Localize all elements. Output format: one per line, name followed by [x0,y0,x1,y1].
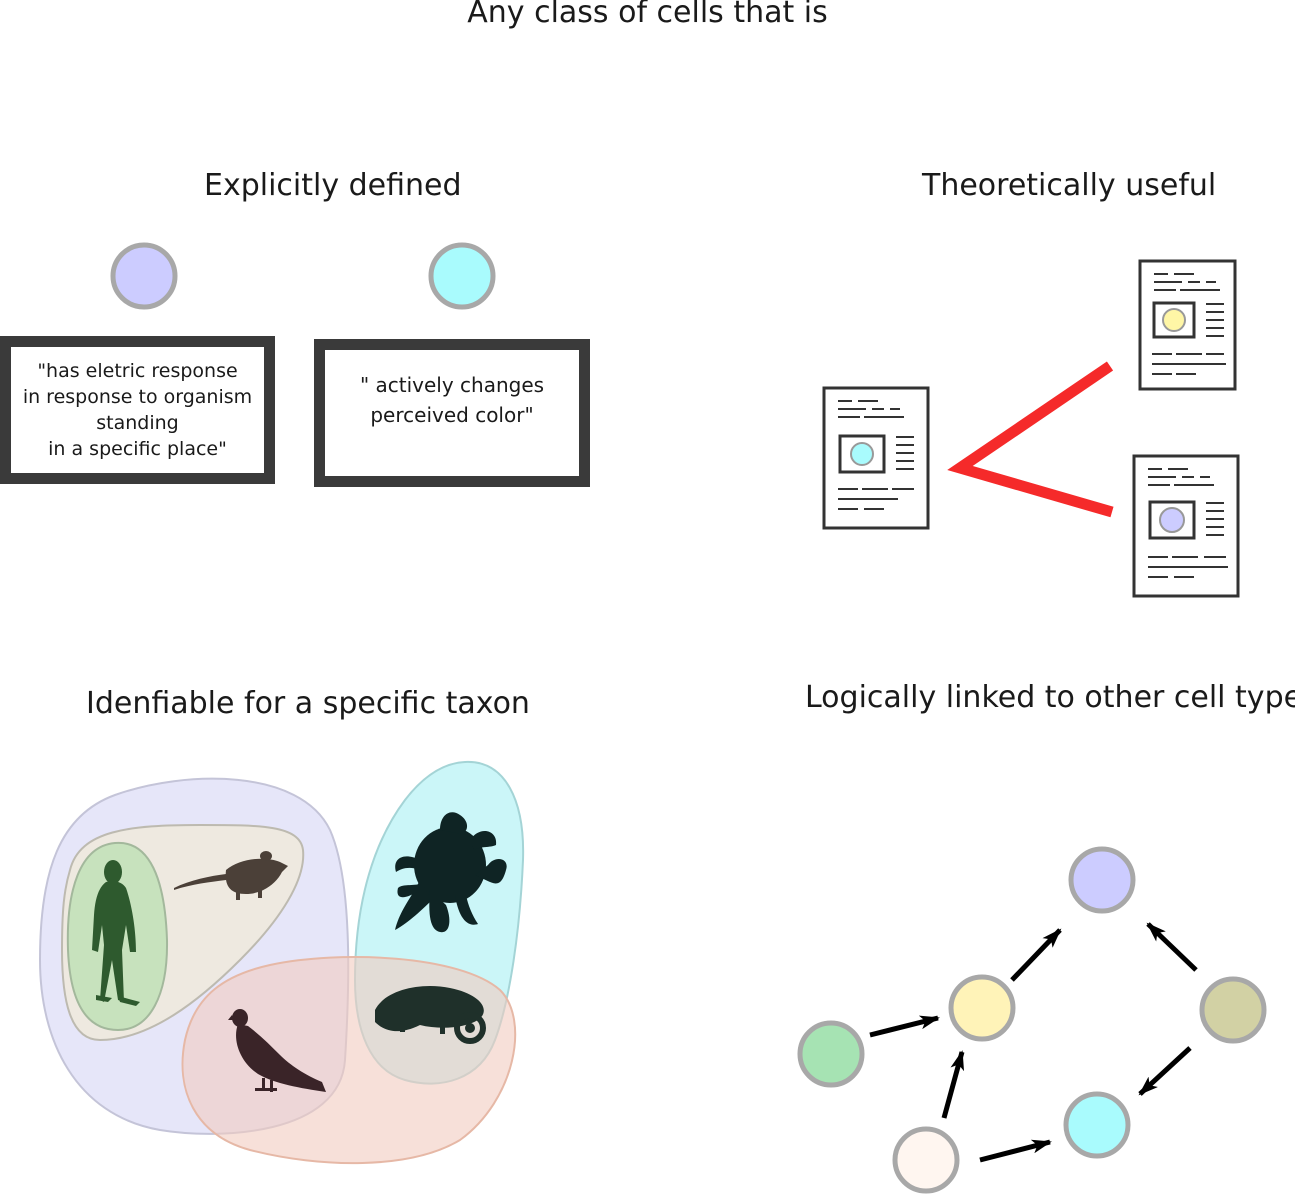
mouse-icon [174,851,288,900]
definition-1-line-4: in a specific place" [48,438,227,460]
definition-1-cell-circle [110,242,178,310]
definition-box-2: " actively changes perceived color" [314,339,590,487]
taxon-group-sauropsids [181,956,517,1165]
linked-title: Logically linked to other cell types [805,680,1295,715]
edge-right-bottom-right [1138,1046,1192,1096]
edge-right-top [1146,922,1198,972]
definition-2-line-2: perceived color" [370,403,534,427]
useful-title: Theoretically useful [922,168,1217,203]
paper-figure-circle [1162,308,1186,332]
cell-node-bottom-right [1063,1091,1131,1159]
edge-bottom-left-bottom-right [979,1139,1052,1163]
chameleon-icon [375,986,486,1044]
paper-figure-circle [850,442,874,466]
explicit-title: Explicitly defined [204,168,462,203]
edge-left-middle [869,1015,940,1038]
definition-box-1: "has eletric response in response to org… [0,336,275,484]
definition-1-line-1: "has eletric response [37,360,238,382]
definition-2-line-1: " actively changes [359,373,545,397]
paper-document-icon [822,386,930,530]
human-icon [92,860,140,1006]
definition-1-line-3: standing [96,412,179,434]
definition-1-line-2: in response to organism [22,386,253,408]
cell-node-bottom-left [892,1126,960,1194]
edge-middle-top [1010,928,1062,982]
taxon-title: Idenfiable for a specific taxon [86,686,530,721]
octopus-icon [395,812,507,933]
citation-connector [947,361,1114,518]
paper-figure-circle [1159,507,1185,533]
cell-node-middle [948,974,1016,1042]
main-title: Any class of cells that is [467,0,828,30]
edge-bottom-left-middle [941,1050,965,1119]
cell-node-left [797,1020,865,1088]
definition-2-cell-circle [428,242,496,310]
cell-node-top [1068,846,1136,914]
paper-document-icon [1132,454,1240,598]
pigeon-icon [228,1009,326,1092]
paper-document-icon [1138,259,1237,391]
cell-node-right [1199,976,1267,1044]
